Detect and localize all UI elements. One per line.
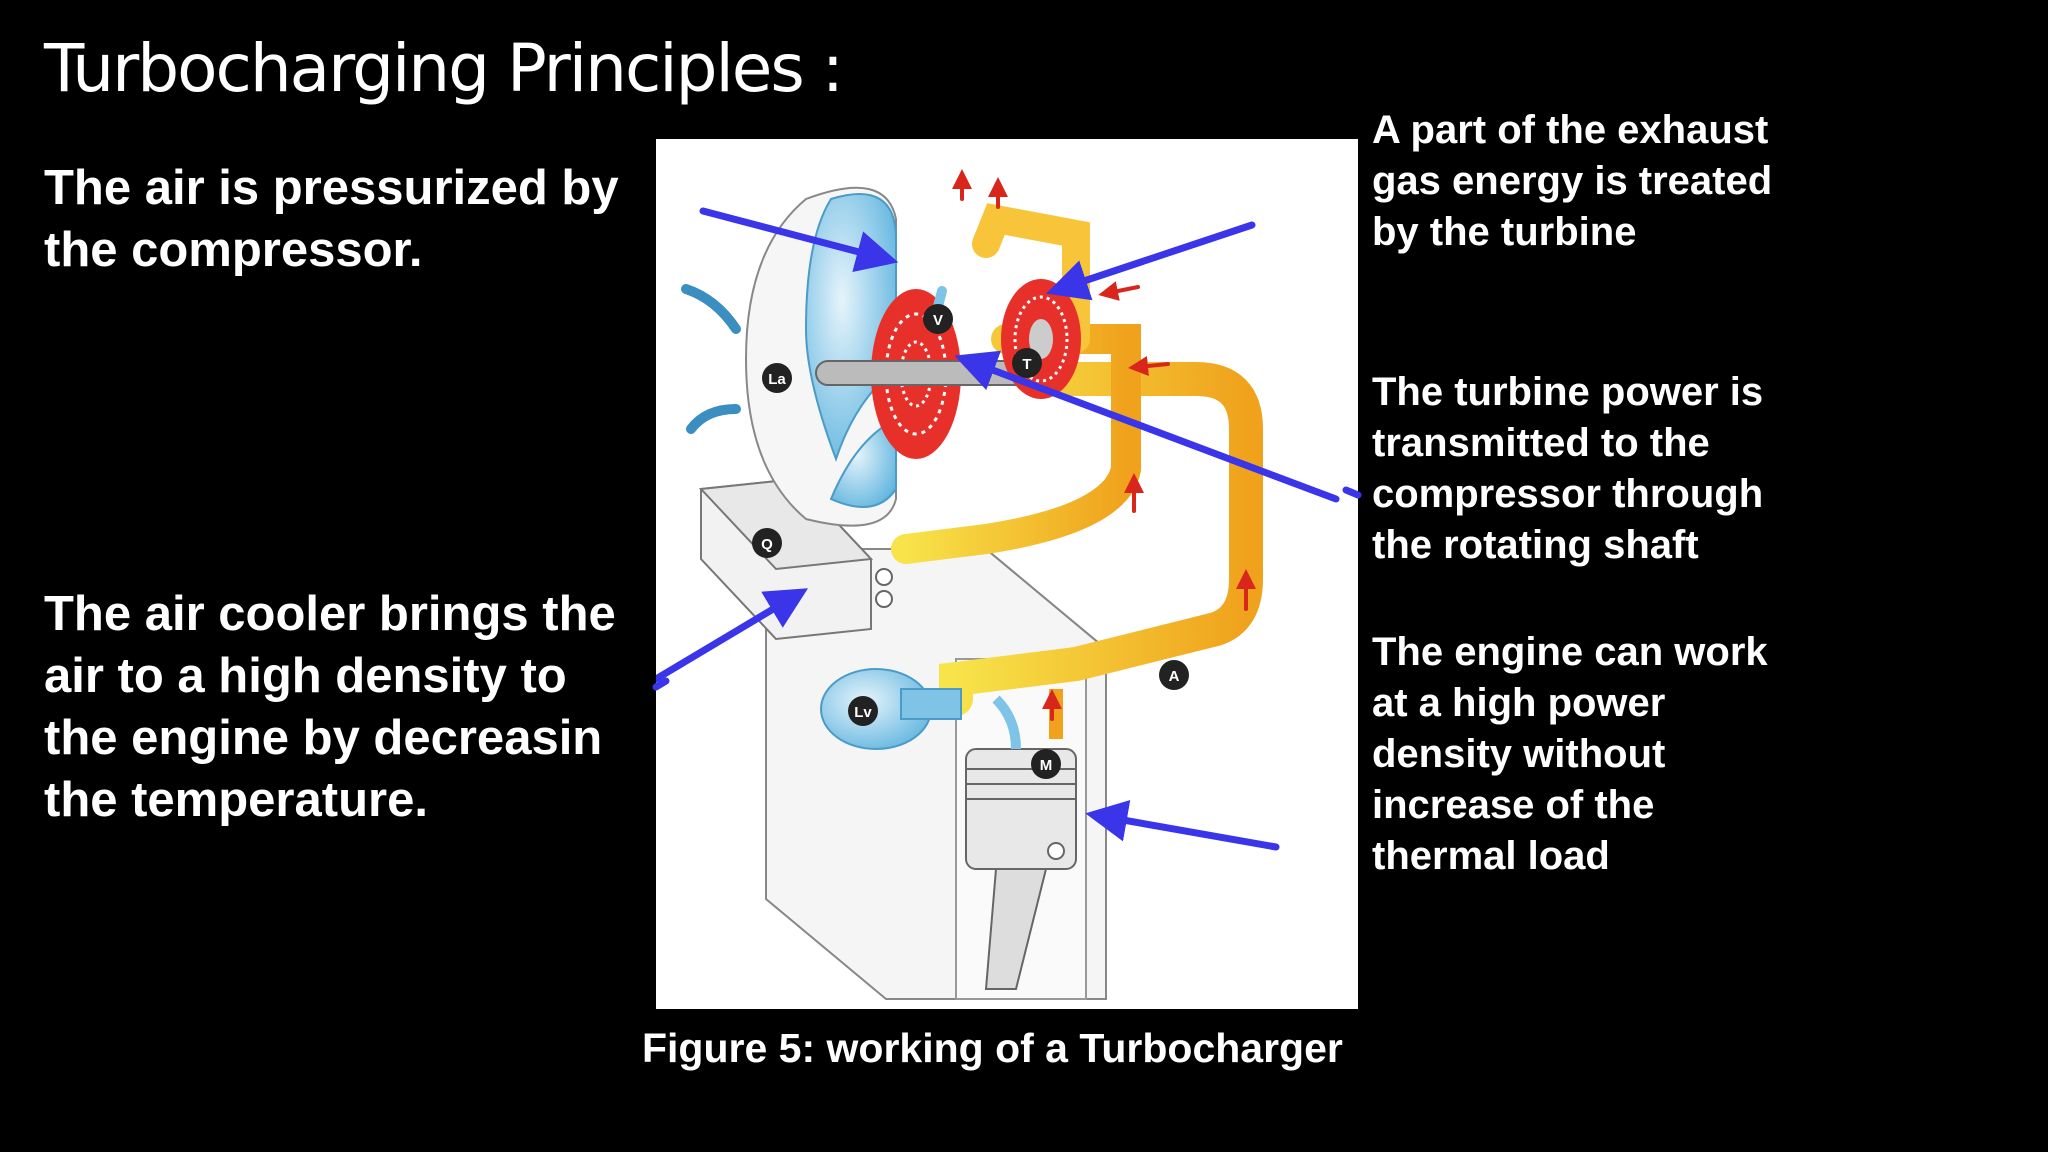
- slide-title: Turbocharging Principles :: [44, 30, 844, 107]
- flow-arrows: [681, 169, 1256, 721]
- badge-m-label: M: [1040, 757, 1053, 774]
- badge-t: T: [1012, 348, 1042, 378]
- engine-description: The engine can work at a high power dens…: [1372, 630, 1768, 878]
- badge-q: Q: [752, 528, 782, 558]
- compressor-description: The air is pressurized by the compressor…: [44, 161, 619, 277]
- badge-a-label: A: [1169, 668, 1180, 685]
- badge-la: La: [762, 363, 792, 393]
- figure-caption: Figure 5: working of a Turbocharger: [642, 1025, 1343, 1071]
- air-cooler-description: The air cooler brings the air to a high …: [44, 587, 616, 827]
- badge-t-label: T: [1022, 356, 1031, 373]
- turbine-description: A part of the exhaust gas energy is trea…: [1372, 108, 1773, 254]
- turbocharger-figure: La V T Q Lv M A: [652, 139, 1358, 1009]
- badge-a: A: [1159, 660, 1189, 690]
- callout-arrows: [652, 207, 1340, 851]
- badge-lv-label: Lv: [854, 704, 872, 721]
- badge-v: V: [923, 304, 953, 334]
- turbocharger-diagram: La V T Q Lv M A: [652, 169, 1340, 1000]
- badge-q-label: Q: [761, 536, 773, 553]
- badge-m: M: [1031, 749, 1061, 779]
- badge-la-label: La: [768, 371, 786, 388]
- shaft-description: The turbine power is transmitted to the …: [1372, 370, 1764, 567]
- badge-lv: Lv: [848, 696, 878, 726]
- badge-v-label: V: [933, 312, 943, 329]
